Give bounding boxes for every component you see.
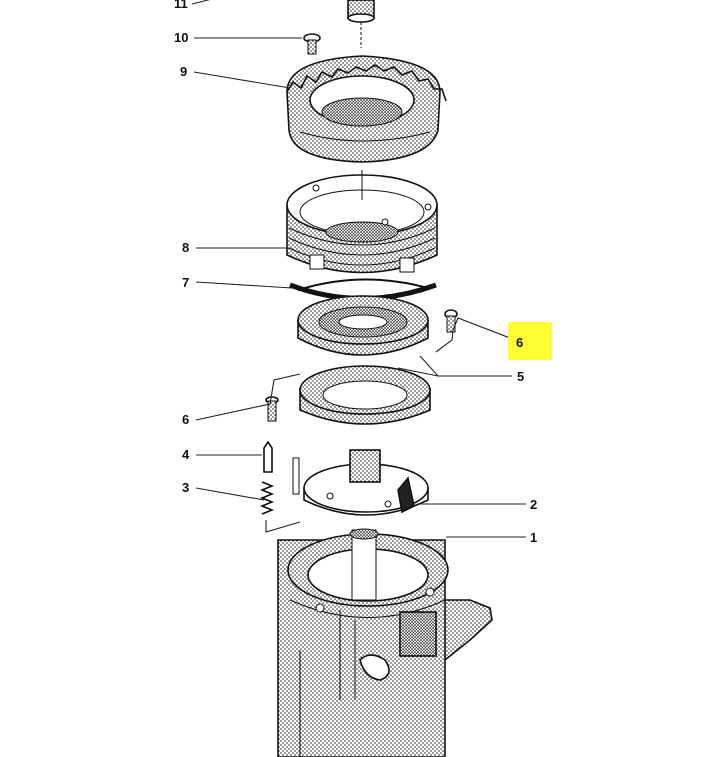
part-6-upper-screw bbox=[444, 309, 458, 333]
callout-10: 10 bbox=[174, 30, 188, 45]
leader-5 bbox=[419, 355, 512, 377]
part-10-screw bbox=[303, 33, 321, 55]
part-5-lower-seal bbox=[299, 365, 431, 425]
leader-7 bbox=[195, 281, 293, 289]
callout-2: 3 bbox=[182, 480, 189, 495]
leader-6-lower bbox=[195, 373, 301, 421]
callout-6-highlighted: 6 bbox=[516, 335, 523, 350]
part-11-spindle bbox=[347, 0, 375, 48]
callout-1: 1 bbox=[530, 530, 537, 545]
part-9-serrated-ring bbox=[286, 55, 447, 163]
part-4-base-plate bbox=[292, 449, 429, 516]
leader-2 bbox=[195, 487, 265, 501]
callout-6: 6 bbox=[182, 412, 189, 427]
callout-5: 5 bbox=[517, 369, 524, 384]
leader-5b bbox=[397, 367, 439, 377]
leader-6-upper bbox=[435, 317, 511, 353]
callout-7: 7 bbox=[182, 275, 189, 290]
leader-lines bbox=[191, 0, 526, 538]
part-3-pin bbox=[263, 440, 273, 473]
leader-11 bbox=[191, 0, 211, 5]
part-6-lower-screw bbox=[265, 396, 279, 422]
callout-6-highlight bbox=[508, 322, 552, 360]
part-8-threaded-cap bbox=[286, 170, 438, 274]
part-1-body-housing bbox=[277, 528, 493, 757]
callout-8: 8 bbox=[182, 240, 189, 255]
callout-11: 11 bbox=[174, 0, 188, 11]
callout-9: 9 bbox=[180, 64, 187, 79]
callout-4: 2 bbox=[530, 497, 537, 512]
callout-3: 4 bbox=[182, 447, 190, 462]
part-2-spring bbox=[259, 481, 275, 515]
callout-labels: 11 10 9 8 7 6 5 6 4 3 2 1 bbox=[174, 0, 537, 545]
leader-9 bbox=[193, 71, 291, 89]
leader-2b bbox=[265, 520, 301, 533]
part-5-upper-seal bbox=[297, 295, 429, 356]
